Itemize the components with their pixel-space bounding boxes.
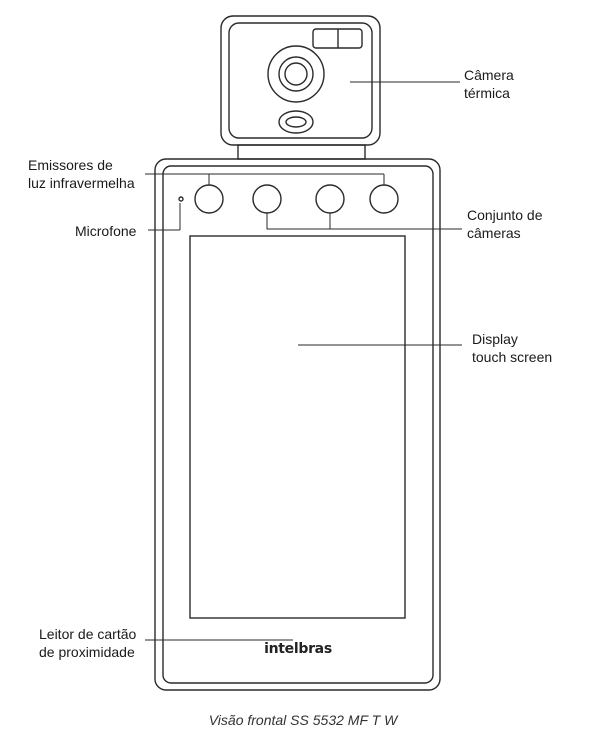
camera-right [315,184,345,214]
thermal-lens-inner [284,62,308,86]
display-screen [189,235,406,619]
thermal-lens-outer [267,45,325,103]
label-camera-set: Conjunto de câmeras [467,207,543,241]
microphone-hole [178,196,184,202]
label-thermal-camera: Câmera térmica [464,67,514,101]
thermal-lower-opening [278,110,314,134]
figure-caption: Visão frontal SS 5532 MF T W [208,712,398,728]
label-microphone: Microfone [75,223,137,239]
label-display: Display touch screen [472,331,553,365]
label-card-reader: Leitor de cartão de proximidade [39,626,137,660]
device-body-inner [162,165,434,684]
ir-emitter-right [369,184,399,214]
camera-neck [237,144,366,160]
camera-left [252,184,282,214]
thermal-lens-ring [278,56,314,92]
thermal-camera-inner [228,22,373,139]
leader-camera-set [266,213,331,230]
device-body-outer [154,158,441,691]
label-ir-emitters: Emissores de luz infravermelha [28,157,135,191]
thermal-camera-outer [220,15,381,146]
ir-emitter-left [194,184,224,214]
brand-logo: intelbras [264,641,332,657]
